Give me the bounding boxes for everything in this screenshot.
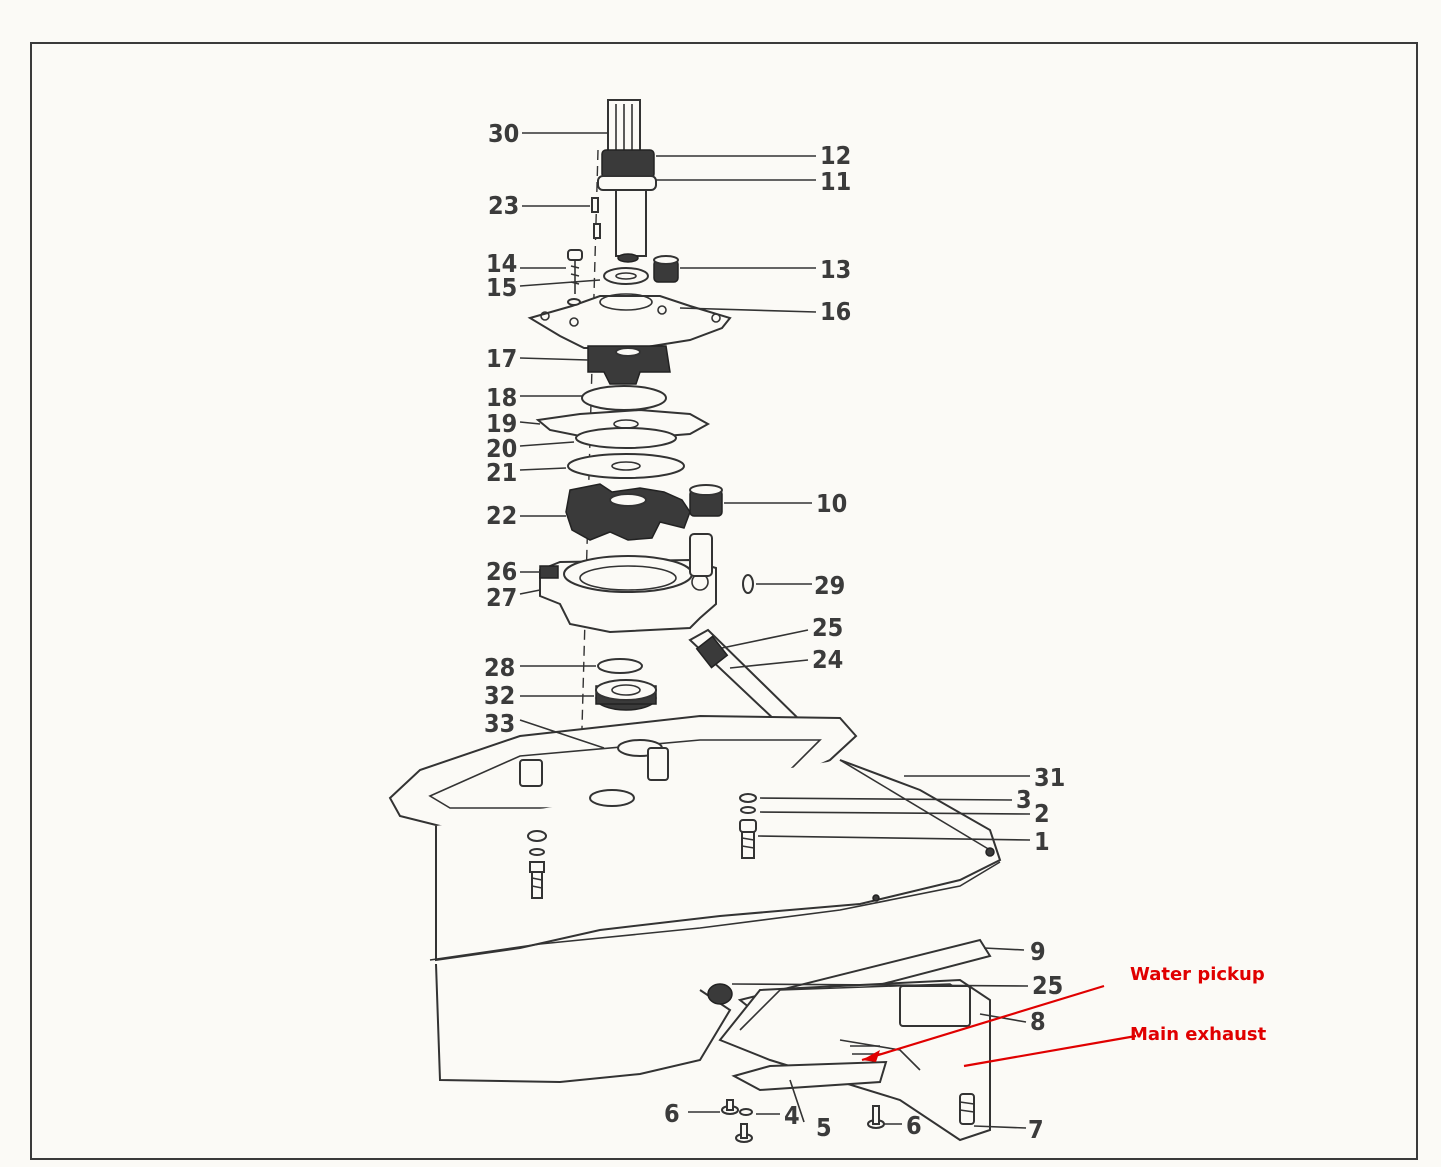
callout-25-lower: 25 bbox=[1032, 971, 1063, 1000]
callout-10: 10 bbox=[816, 489, 847, 518]
screw-6a bbox=[721, 1099, 739, 1115]
bolt-1 bbox=[739, 793, 757, 859]
callout-22: 22 bbox=[486, 501, 517, 530]
callout-5: 5 bbox=[816, 1113, 832, 1142]
callout-27: 27 bbox=[486, 583, 517, 612]
callout-11: 11 bbox=[820, 167, 851, 196]
callout-6-left: 6 bbox=[664, 1099, 680, 1128]
callout-13: 13 bbox=[820, 255, 851, 284]
exhaust-housing-8 bbox=[718, 978, 991, 1142]
main-exhaust-label: Main exhaust bbox=[1130, 1024, 1267, 1045]
callout-30: 30 bbox=[488, 119, 519, 148]
plate-20 bbox=[575, 427, 677, 449]
washer-15 bbox=[603, 267, 649, 285]
water-pickup-pointer bbox=[861, 984, 1105, 1062]
callout-18: 18 bbox=[486, 383, 517, 412]
callout-32: 32 bbox=[484, 681, 515, 710]
callout-4: 4 bbox=[784, 1101, 800, 1130]
callout-24: 24 bbox=[812, 645, 843, 674]
diagram-frame bbox=[30, 42, 1418, 1160]
screw-6b bbox=[867, 1105, 885, 1129]
screw-4 bbox=[739, 1108, 753, 1116]
callout-12: 12 bbox=[820, 141, 851, 170]
screw-bottom bbox=[735, 1123, 753, 1143]
seal-32 bbox=[595, 679, 657, 711]
wear-plate-21 bbox=[567, 453, 685, 479]
callout-19: 19 bbox=[486, 409, 517, 438]
callout-28: 28 bbox=[484, 653, 515, 682]
callout-26: 26 bbox=[486, 557, 517, 586]
callout-2: 2 bbox=[1034, 799, 1050, 828]
main-exhaust-pointer bbox=[963, 1034, 1137, 1068]
callout-33: 33 bbox=[484, 709, 515, 738]
key-pin bbox=[591, 197, 599, 213]
cover-plate-5 bbox=[731, 1060, 888, 1092]
callout-31: 31 bbox=[1034, 763, 1065, 792]
callout-1: 1 bbox=[1034, 827, 1050, 856]
impeller-22 bbox=[565, 483, 691, 541]
callout-21: 21 bbox=[486, 458, 517, 487]
bushing-13 bbox=[653, 255, 679, 283]
callout-8: 8 bbox=[1030, 1007, 1046, 1036]
bushing-10 bbox=[689, 484, 723, 517]
plug-25 bbox=[707, 983, 733, 1005]
water-pickup-label: Water pickup bbox=[1130, 964, 1265, 985]
drive-shaft bbox=[597, 99, 657, 263]
callout-7: 7 bbox=[1028, 1115, 1044, 1144]
pump-plate-16 bbox=[527, 293, 732, 349]
callout-25-upper: 25 bbox=[812, 613, 843, 642]
callout-23: 23 bbox=[488, 191, 519, 220]
impeller-17 bbox=[587, 345, 671, 385]
leader-lines bbox=[519, 132, 1031, 1129]
callout-15: 15 bbox=[486, 273, 517, 302]
callout-29: 29 bbox=[814, 571, 845, 600]
screw-7 bbox=[959, 1093, 975, 1125]
callout-9: 9 bbox=[1030, 937, 1046, 966]
pump-housing-26 bbox=[539, 533, 717, 634]
callout-3: 3 bbox=[1016, 785, 1032, 814]
o-ring-28 bbox=[597, 658, 643, 674]
callout-6-right: 6 bbox=[906, 1111, 922, 1140]
callout-14: 14 bbox=[486, 249, 517, 278]
key-pin bbox=[593, 223, 601, 239]
callout-16: 16 bbox=[820, 297, 851, 326]
o-ring-18 bbox=[581, 385, 667, 411]
gearcase-housing-31 bbox=[388, 714, 1002, 1084]
ring-29 bbox=[742, 574, 754, 594]
screw-14 bbox=[567, 249, 583, 294]
water-pickup-arrowhead bbox=[862, 1050, 880, 1062]
callout-20: 20 bbox=[486, 434, 517, 463]
callout-17: 17 bbox=[486, 344, 517, 373]
bolt-left bbox=[527, 830, 547, 899]
